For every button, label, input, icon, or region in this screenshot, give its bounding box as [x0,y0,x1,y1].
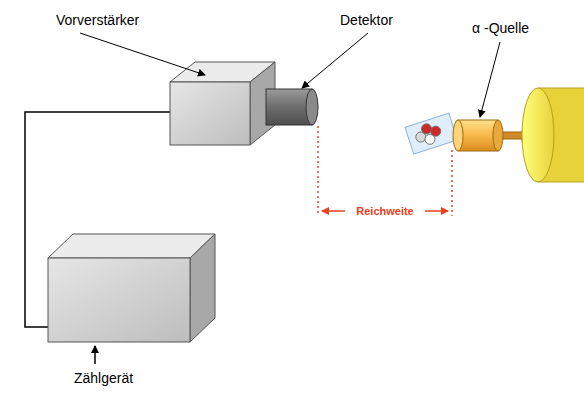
detector-cylinder [266,89,318,125]
leader-line [80,33,205,75]
range-arrow [425,210,448,212]
part-label: α -Quelle [472,20,529,36]
leader-line [480,42,500,117]
preamplifier-box [170,62,275,145]
counter-box [48,234,215,342]
range-marker [317,126,319,216]
part-label: Detektor [340,12,393,28]
part-label: Zählgerät [74,370,133,386]
leader-arrow [94,346,96,364]
holder-disc [522,88,584,182]
part-label: Vorverstärker [56,12,139,28]
range-marker [451,150,453,216]
range-arrow [322,210,345,212]
sample-card [405,113,457,154]
leader-line [302,33,368,88]
alpha-source [453,120,528,151]
range-label: Reichweite [354,205,415,218]
